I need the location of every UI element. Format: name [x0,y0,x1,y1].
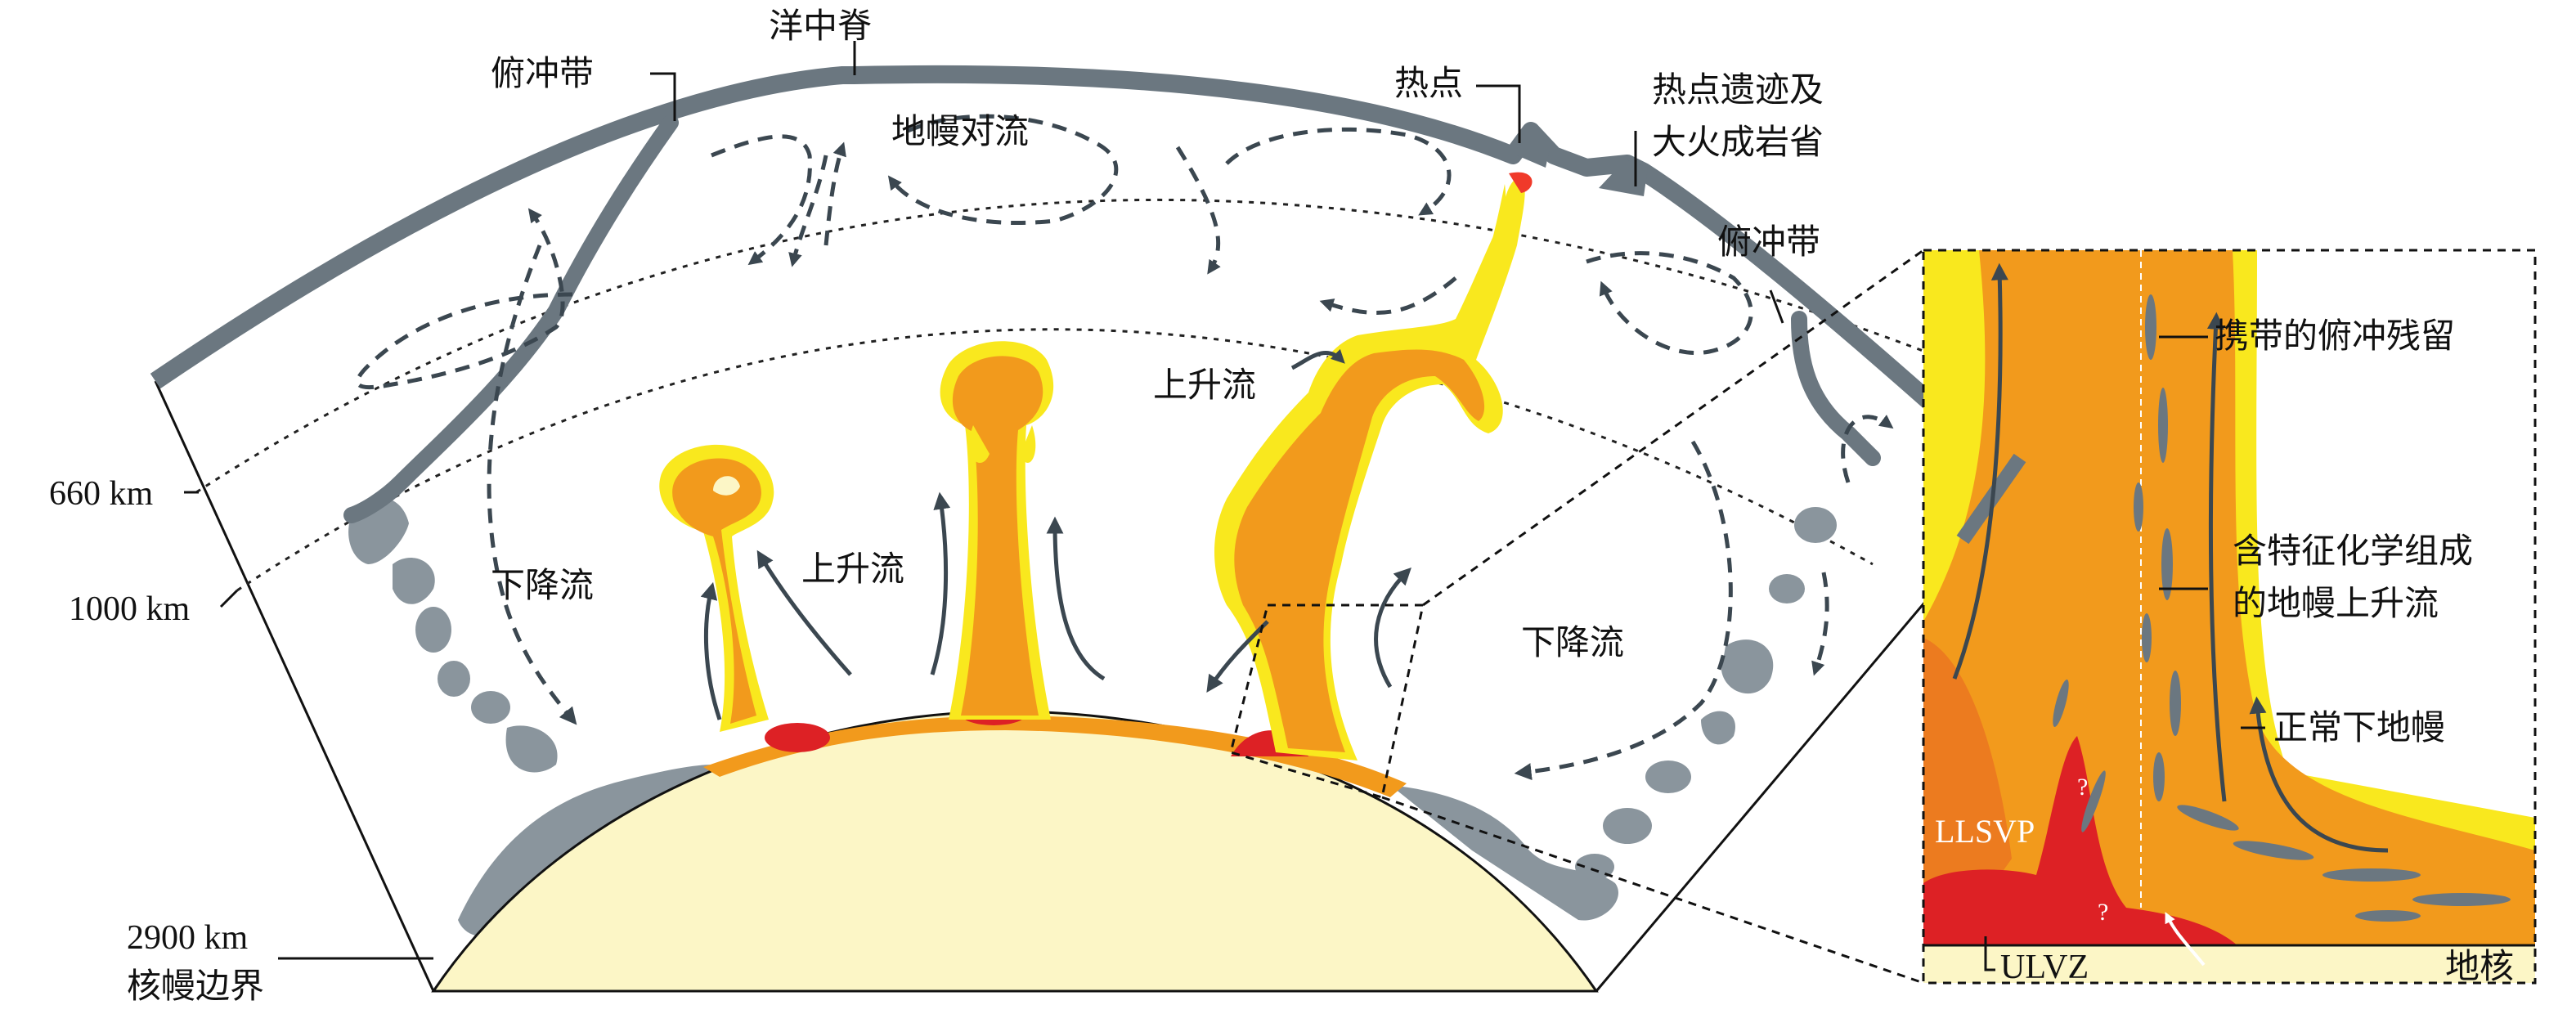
inset-white-arrow [2165,912,2206,967]
label-cmb: 核幔边界 [127,966,264,1006]
inset-label-chem-upwelling-1: 含特征化学组成 [2233,531,2473,571]
label-subduction-right: 俯冲带 [1717,222,1820,262]
label-downwelling-left: 下降流 [491,565,594,605]
subducting-slab-right [1791,311,1881,466]
inset-question-2: ? [2098,899,2108,926]
inset-label-ulvz: ULVZ [2000,949,2089,986]
inset-core [1923,945,2535,983]
lithosphere [150,65,2030,493]
labels: 洋中脊 俯冲带 热点 热点遗迹及 大火成岩省 俯冲带 地幔对流 下降流 上升流 … [49,6,2514,1006]
label-depth-2900: 2900 km [127,919,249,957]
label-hotspot-track-2: 大火成岩省 [1652,122,1824,162]
label-hotspot-track-1: 热点遗迹及 [1652,70,1824,110]
slab-blobs [348,497,1837,880]
plume-1 [659,444,774,732]
llsvp-pile-1 [765,723,830,752]
label-depth-1000: 1000 km [69,590,191,628]
label-mid-ocean-ridge: 洋中脊 [769,6,872,46]
inset-flow-arrows [1952,262,2389,853]
label-subduction-left: 俯冲带 [491,53,594,93]
inset-label-chem-upwelling-2: 的地幔上升流 [2233,583,2439,623]
inset-callout-box [1229,603,1425,799]
inset-llsvp [1923,736,2241,949]
hotspot-bump [1517,131,1550,168]
inset-panel [1923,250,2535,983]
convection-arrows [355,114,1894,781]
label-depth-660: 660 km [49,475,154,513]
inset-leader-lines [1984,335,2265,971]
inset-label-entrained-slab: 携带的俯冲残留 [2215,316,2455,356]
label-mantle-convection: 地幔对流 [891,111,1029,151]
inset-label-normal-lower-mantle: 正常下地幔 [2273,707,2445,747]
inset-label-core: 地核 [2445,946,2514,986]
callout-line-bottom [1381,796,1924,985]
plume-2 [940,341,1054,720]
label-upwelling-1: 上升流 [801,549,904,589]
label-downwelling-right: 下降流 [1521,622,1624,662]
inset-slab-streaks [2053,294,2511,922]
upwelling-arrows [700,348,1411,720]
mantle-section [150,41,2030,993]
basal-layer [703,716,1407,797]
inset-label-llsvp: LLSVP [1935,813,2035,850]
section-left-edge [154,380,435,992]
inset-question-1: ? [2077,774,2088,801]
slab-graveyard-right [1390,785,1618,921]
depth-660-line [195,198,1947,494]
subducting-slab-left [343,114,679,523]
label-hotspot: 热点 [1394,63,1463,103]
plume-3 [1214,172,1533,760]
inset-frame [1922,249,2537,985]
label-upwelling-2: 上升流 [1153,365,1256,405]
leader-lines [184,41,1784,960]
outer-core [431,710,1599,993]
